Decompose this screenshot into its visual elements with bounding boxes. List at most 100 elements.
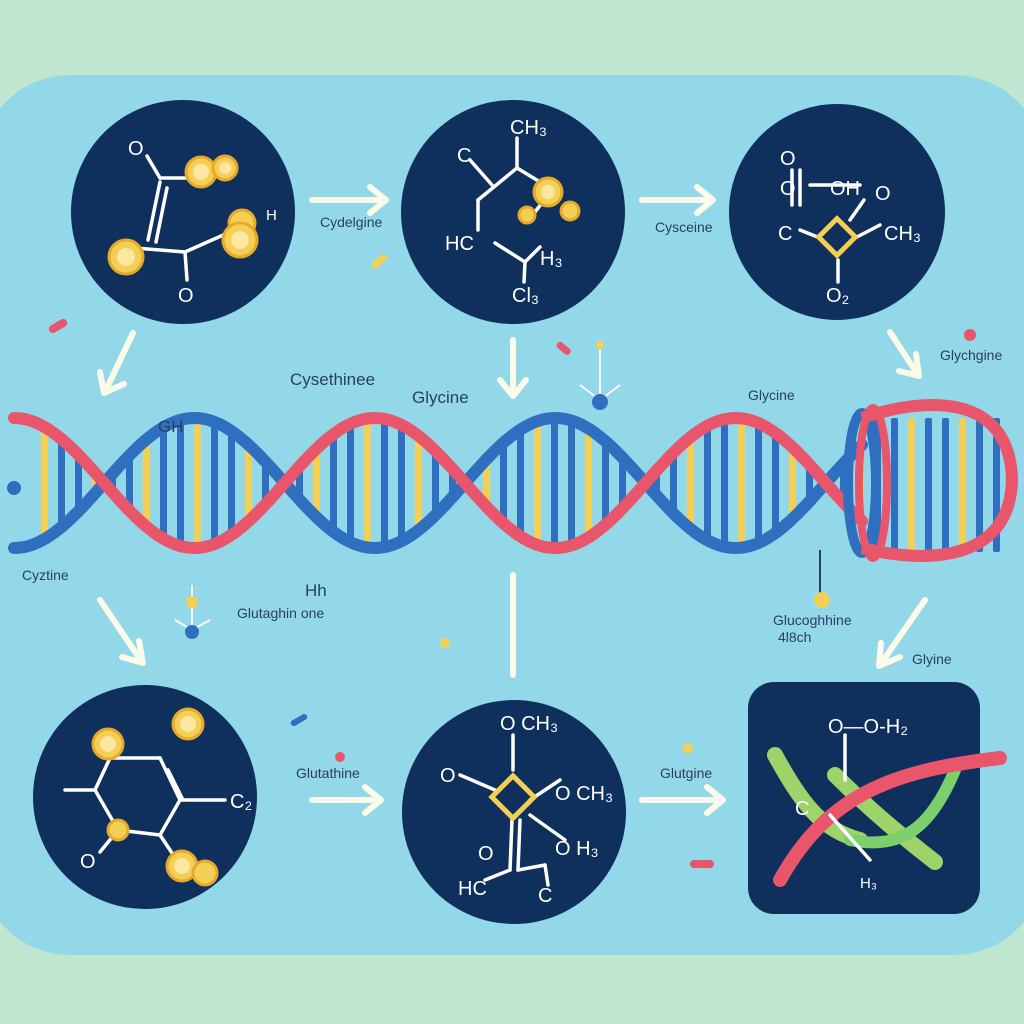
base-pair-rung — [483, 459, 490, 507]
label-arrow-5-6: Glutgine — [660, 765, 712, 781]
base-pair-rung — [670, 453, 677, 513]
base-pair-rung — [687, 437, 694, 529]
helix-end-cap-left — [7, 481, 21, 495]
label-helix-cysteine: Cysethinee — [290, 370, 375, 389]
label-arrow-2-3: Cysceine — [655, 219, 713, 235]
base-pair-rung — [568, 420, 575, 546]
m2-hc: HC — [445, 233, 474, 255]
base-pair-rung — [721, 419, 728, 547]
m5-o-bot: O — [478, 843, 494, 865]
base-pair-rung — [976, 418, 983, 552]
strand-blue — [8, 411, 868, 555]
base-pair-rung — [704, 425, 711, 541]
base-pair-rung — [126, 455, 133, 511]
m5-hc: HC — [458, 878, 487, 900]
base-pair-rung — [891, 418, 898, 552]
molecule-icon: C₂ O — [63, 707, 252, 887]
m1-o-bottom: O — [178, 285, 194, 307]
small-molecule-icon — [814, 550, 830, 608]
base-pair-rung — [347, 423, 354, 543]
m3-o-c: O — [875, 183, 891, 205]
base-pair-rung — [160, 427, 167, 539]
label-glutathione-mid: Glutaghin one — [237, 605, 324, 621]
molecule-icon: CH₃ C HC H₃ Cl₃ — [445, 117, 581, 307]
base-pair-rung — [143, 439, 150, 527]
arrow-right-icon — [639, 184, 716, 216]
base-pair-rung — [959, 418, 966, 552]
molecule-icon: O H O — [107, 138, 277, 307]
arrow-down-icon — [887, 329, 922, 379]
helix-end-loop-right-2 — [855, 404, 891, 562]
node-4 — [33, 685, 257, 909]
label-helix-hh: Hh — [305, 581, 327, 600]
decor-pill — [290, 714, 308, 726]
decor-dot — [964, 329, 976, 341]
m2-cl-bottom: Cl₃ — [512, 285, 539, 307]
m3-o-b: O — [780, 178, 796, 200]
m1-h: H — [266, 207, 277, 224]
m2-c-left: C — [457, 145, 471, 167]
label-helix-glycine-mid: Glycine — [412, 388, 469, 407]
base-pair-rung — [177, 420, 184, 546]
label-arrow-4-5: Glutathine — [296, 765, 360, 781]
base-pair-rung — [908, 418, 915, 552]
m6-c-left: C — [795, 798, 809, 820]
base-pair-rung — [211, 421, 218, 545]
base-pair-rung — [330, 434, 337, 532]
base-pair-rung — [517, 429, 524, 537]
base-pair-rung — [41, 426, 48, 540]
decor-pill — [48, 319, 68, 333]
m3-c-left: C — [778, 223, 792, 245]
arrow-right-icon — [309, 184, 389, 216]
label-helix-gh: GH — [158, 417, 184, 436]
label-right-glutathione-sub: 4l8ch — [778, 629, 811, 645]
arrow-right-icon — [309, 784, 384, 816]
base-pair-rung — [381, 418, 388, 548]
m5-o-ch2: O CH₃ — [555, 783, 613, 805]
base-pair-rung — [738, 418, 745, 548]
dna-helix-icon — [7, 399, 1019, 562]
decor-dot — [683, 743, 693, 753]
base-pair-rung — [500, 443, 507, 523]
molecule-icon: O—O-H₂ C H₃ — [767, 716, 1007, 892]
decor-dot — [335, 752, 345, 762]
base-pair-rung — [755, 422, 762, 544]
m3-o-a: O — [780, 148, 796, 170]
molecule-icon: O O OH O C CH₃ O₂ — [778, 148, 921, 307]
label-helix-glycine-right: Glycine — [748, 387, 795, 403]
arrow-down-icon — [97, 597, 146, 666]
arrow-right-icon — [639, 784, 726, 816]
base-pair-rung — [245, 444, 252, 522]
decor-pill — [556, 341, 571, 355]
m2-h-right: H₃ — [540, 248, 563, 270]
decor-dot — [440, 638, 450, 648]
label-top-right-diag: Glychgine — [940, 347, 1002, 363]
node-2 — [401, 100, 625, 324]
arrow-down-icon — [497, 337, 529, 399]
strand-red-tail — [860, 399, 1019, 562]
base-pair-rung — [364, 418, 371, 548]
base-pair-rung — [619, 457, 626, 509]
base-pairs — [41, 418, 1000, 552]
m5-o-ch: O CH₃ — [500, 713, 558, 735]
base-pair-rung — [313, 449, 320, 517]
m2-ch-top: CH₃ — [510, 117, 547, 139]
m5-o-left: O — [440, 765, 456, 787]
base-pair-rung — [772, 432, 779, 534]
m4-o-left: O — [80, 851, 96, 873]
base-pair-rung — [75, 454, 82, 512]
base-pair-rung — [789, 446, 796, 520]
label-left-cystine: Cyztine — [22, 567, 69, 583]
base-pair-rung — [534, 421, 541, 545]
label-arrow-1-2: Cydelgine — [320, 214, 382, 230]
base-pair-rung — [432, 450, 439, 516]
decor-pill — [690, 860, 714, 868]
m4-c-right: C₂ — [230, 791, 252, 813]
m3-o-bottom: O₂ — [826, 285, 849, 307]
node-5 — [402, 700, 626, 924]
base-pair-rung — [228, 430, 235, 536]
molecule-icon: O CH₃ O O CH₃ O H₃ O HC C — [440, 713, 613, 907]
m1-o-top: O — [128, 138, 144, 160]
base-pair-rung — [398, 424, 405, 542]
